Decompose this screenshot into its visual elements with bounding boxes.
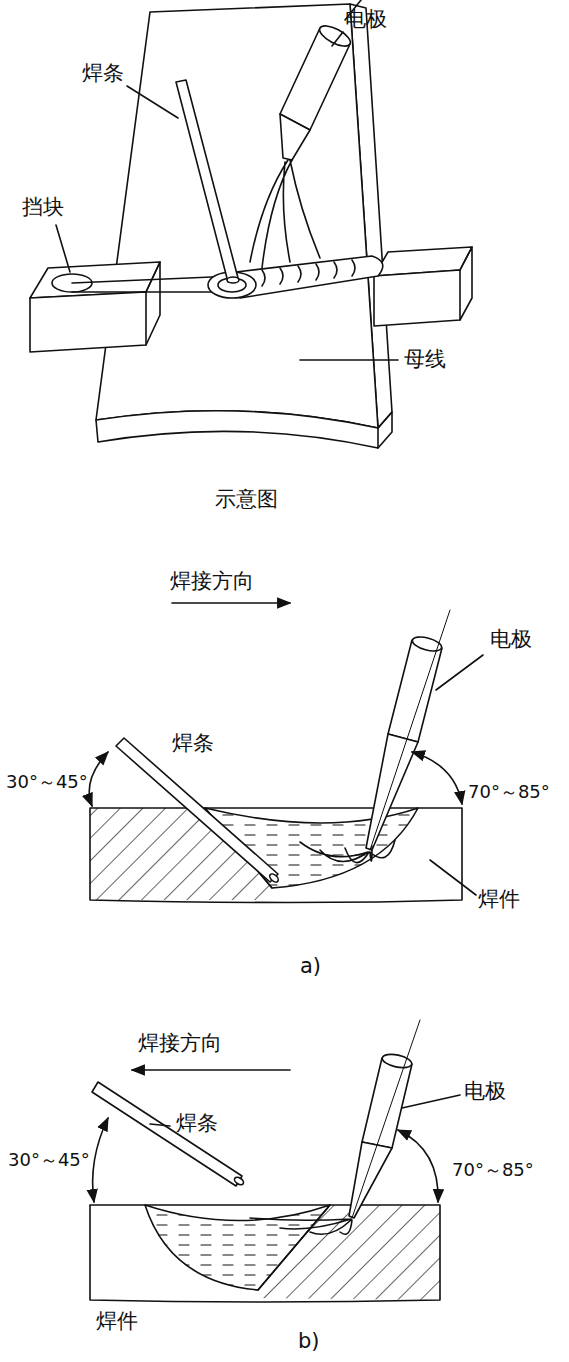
part-label: 焊件 xyxy=(478,888,520,911)
figure-caption: a) xyxy=(300,955,321,978)
leader-line xyxy=(436,655,483,690)
angle-label: 30°～45° xyxy=(8,1150,90,1170)
angle-label: 30°～45° xyxy=(6,772,88,792)
leader-line xyxy=(402,1095,460,1108)
electrode-top xyxy=(250,0,365,268)
angle-arc xyxy=(93,1118,108,1202)
electrode-a xyxy=(300,610,450,863)
stopper-right xyxy=(374,247,472,326)
part-label: 焊条 xyxy=(82,62,124,85)
part-label: 焊条 xyxy=(172,732,214,755)
electrode-b xyxy=(250,1020,420,1234)
direction-label: 焊接方向 xyxy=(170,570,254,593)
angle-arc xyxy=(89,752,108,806)
part-label: 焊件 xyxy=(96,1310,138,1333)
direction-arrow xyxy=(132,1069,290,1071)
stopper-left xyxy=(30,262,160,352)
busbar xyxy=(96,4,392,448)
part-label: 电极 xyxy=(464,1080,506,1103)
angle-arc xyxy=(412,752,462,804)
filler-rod-top xyxy=(176,80,239,283)
angle-arc xyxy=(398,1130,438,1202)
figure-caption: b) xyxy=(298,1330,320,1353)
part-label: 焊条 xyxy=(176,1112,218,1135)
workpiece-b xyxy=(90,1205,440,1302)
angle-label: 70°～85° xyxy=(452,1160,534,1180)
filler-rod-b xyxy=(92,1082,245,1186)
part-label: 电极 xyxy=(490,628,532,651)
leader-line xyxy=(127,86,178,118)
leader-line xyxy=(332,32,343,46)
workpiece-a xyxy=(90,808,462,903)
part-label: 挡块 xyxy=(22,196,64,219)
part-label: 母线 xyxy=(404,348,446,371)
leader-line xyxy=(56,225,70,272)
angle-label: 70°～85° xyxy=(468,782,550,802)
filler-rod-a xyxy=(116,738,280,884)
leader-line xyxy=(300,359,398,361)
leader-line xyxy=(430,860,476,895)
figure-caption: 示意图 xyxy=(215,488,278,511)
part-label: 电极 xyxy=(345,8,387,31)
direction-label: 焊接方向 xyxy=(138,1032,222,1055)
direction-arrow xyxy=(172,602,290,604)
leader-line xyxy=(150,1124,170,1126)
